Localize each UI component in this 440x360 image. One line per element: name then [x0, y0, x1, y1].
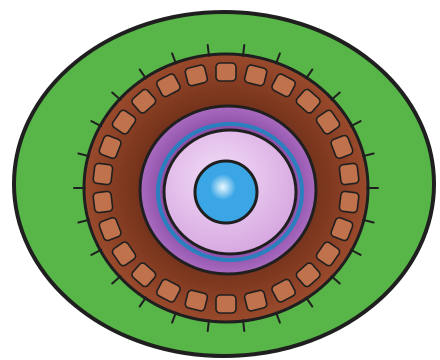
rim-spike [243, 45, 244, 56]
rim-spike [208, 45, 209, 56]
rim-tab [216, 295, 236, 313]
rim-tab [244, 64, 268, 86]
rim-tab [244, 289, 268, 311]
rim-tab [216, 63, 236, 81]
rim-tab [339, 191, 359, 213]
rim-spike [243, 320, 244, 331]
rim-tab [184, 64, 208, 86]
rim-tab [93, 163, 113, 185]
rim-tab [339, 163, 359, 185]
rim-tab [184, 289, 208, 311]
rim-tab [93, 191, 113, 213]
rim-spike [208, 320, 209, 331]
center-blue-dot [195, 161, 257, 223]
